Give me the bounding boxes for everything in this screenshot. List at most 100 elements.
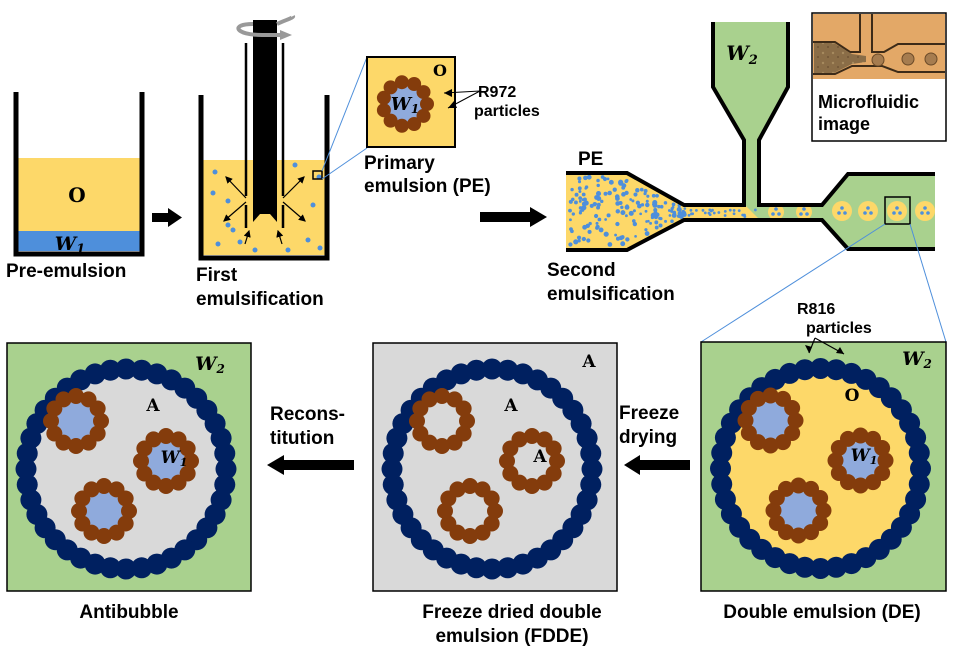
r972-particle	[71, 503, 87, 519]
r816-particle	[381, 458, 403, 480]
r972-particle	[462, 528, 478, 544]
r972-particle	[74, 515, 91, 532]
r972-particle	[89, 400, 106, 417]
water-droplet	[615, 236, 621, 241]
water-droplet	[679, 214, 683, 218]
r972-particle	[750, 390, 766, 407]
water-droplet	[658, 216, 662, 220]
flow-arrows	[223, 176, 306, 245]
antibubble-label: Antibubble	[79, 602, 178, 623]
r972-particle	[740, 425, 757, 441]
water-droplet	[317, 245, 323, 251]
water-droplet	[689, 208, 693, 212]
r972-particle	[784, 400, 801, 416]
w2-inlet-channel	[713, 22, 788, 205]
r972-particle	[158, 428, 174, 444]
water-droplet	[578, 190, 582, 193]
water-droplet	[643, 188, 648, 193]
water-droplet	[210, 190, 216, 196]
water-droplet	[568, 208, 572, 213]
r972-particle	[790, 477, 807, 494]
water-droplet	[629, 198, 633, 201]
oil-symbol: O	[433, 61, 447, 80]
water-droplet	[578, 196, 583, 200]
r972-particle	[170, 474, 187, 491]
r816-particle	[115, 358, 137, 380]
homogenizer-rotor	[253, 20, 277, 222]
water-droplet	[670, 219, 674, 224]
water-droplet	[708, 208, 712, 212]
r972-particle	[96, 528, 112, 544]
r972-particle	[812, 490, 829, 506]
inner-droplet	[802, 207, 806, 211]
double-emulsion-label: Double emulsion (DE)	[723, 602, 920, 623]
inner-droplet	[869, 211, 873, 215]
water-droplet	[597, 217, 602, 222]
water-droplet	[635, 200, 641, 205]
water-droplet	[583, 175, 588, 181]
water-droplet	[687, 213, 691, 217]
inner-droplet	[920, 211, 924, 215]
water-droplet	[573, 239, 579, 245]
beaker-outline	[198, 95, 330, 261]
water-droplet	[649, 221, 653, 225]
water-droplet	[574, 192, 579, 197]
water-droplet	[593, 213, 599, 219]
water-droplet	[743, 215, 747, 219]
r972-particle	[136, 465, 153, 482]
primary-emulsion-inset: O W1	[366, 56, 481, 148]
air-symbol: A	[145, 396, 160, 416]
water-droplet	[594, 202, 598, 206]
r816-particle	[214, 442, 236, 464]
r816-particle	[908, 442, 930, 464]
water-droplet	[604, 218, 608, 221]
r972-particle	[815, 502, 832, 519]
water-droplet	[577, 239, 581, 243]
water-droplet	[624, 179, 628, 184]
water-droplet	[615, 209, 621, 214]
water-droplet	[655, 193, 659, 198]
r972-particle	[376, 90, 391, 105]
r816-particle	[15, 458, 37, 480]
inner-droplet	[799, 212, 803, 216]
r972-particle	[840, 430, 856, 447]
r972-particle	[46, 425, 63, 442]
r816-particle	[115, 558, 137, 580]
water-droplet	[577, 180, 582, 184]
water-droplet	[212, 169, 218, 175]
double-emulsion-droplet	[887, 201, 907, 221]
water-droplet	[644, 231, 650, 236]
water-droplet	[588, 221, 592, 226]
water-droplet	[570, 187, 574, 192]
r816-particle	[581, 458, 603, 480]
r972-particle	[511, 431, 528, 448]
r972-particle	[474, 524, 491, 541]
water-droplet	[633, 192, 638, 197]
water-droplet	[645, 202, 650, 208]
beaker-outline	[13, 92, 145, 257]
water-droplet	[659, 204, 664, 209]
water-droplet	[215, 241, 221, 247]
double-emulsion-droplet	[768, 204, 784, 220]
zoom-line	[700, 223, 886, 343]
r972-particle	[455, 400, 472, 417]
water-droplet	[732, 209, 736, 212]
water-droplet	[632, 221, 638, 227]
water1-symbol: W1	[391, 94, 420, 116]
water-droplet	[581, 192, 586, 197]
water-droplet	[614, 233, 618, 237]
r972-particle	[420, 97, 434, 111]
w2-symbol: W2	[195, 353, 225, 376]
channel-wall	[566, 218, 935, 252]
water-droplet	[717, 211, 721, 214]
arrow-right-1	[152, 208, 182, 227]
arrow-left-1	[624, 455, 690, 475]
water-droplet	[252, 247, 258, 253]
r972-particle	[133, 453, 149, 469]
water-droplet	[607, 190, 612, 196]
water-droplet	[620, 205, 624, 209]
oil-phase	[17, 158, 140, 231]
water-droplet	[664, 219, 668, 223]
